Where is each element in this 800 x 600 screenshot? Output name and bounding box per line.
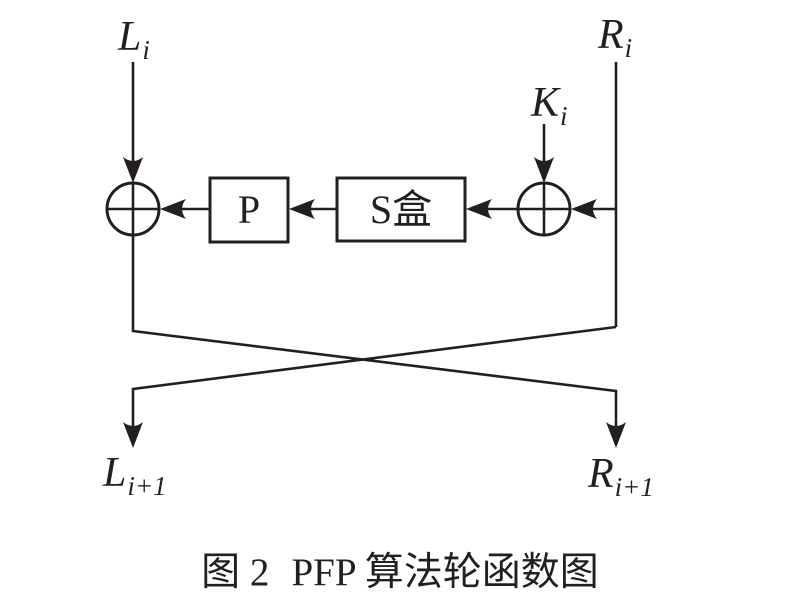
arrow-left-into-xor-right-icon	[571, 199, 597, 219]
arrow-down-left-output-icon	[123, 422, 143, 448]
arrow-down-into-xor-left-icon	[123, 157, 143, 183]
s-box	[335, 176, 467, 243]
p-box	[208, 176, 290, 244]
label-left-output: Li+1	[102, 450, 167, 501]
arrow-down-right-output-icon	[606, 422, 626, 448]
arrow-left-into-pbox-icon	[289, 199, 315, 219]
s-box-label: S盒	[370, 187, 432, 232]
arrow-down-into-xor-right-icon	[534, 157, 554, 183]
arrow-left-into-sbox-icon	[466, 199, 492, 219]
wire-right-cross-to-left-output	[131, 325, 617, 430]
wire-left-cross-to-right-output	[131, 235, 618, 430]
label-right-output: Ri+1	[587, 451, 654, 502]
p-box-label: P	[238, 187, 260, 232]
arrow-left-into-xor-left-icon	[160, 199, 186, 219]
xor-left-icon	[105, 181, 161, 237]
label-right-input: Ri	[597, 12, 632, 63]
xor-right-icon	[516, 181, 572, 237]
label-key-input: Ki	[530, 80, 568, 131]
label-left-input: Li	[117, 14, 150, 65]
